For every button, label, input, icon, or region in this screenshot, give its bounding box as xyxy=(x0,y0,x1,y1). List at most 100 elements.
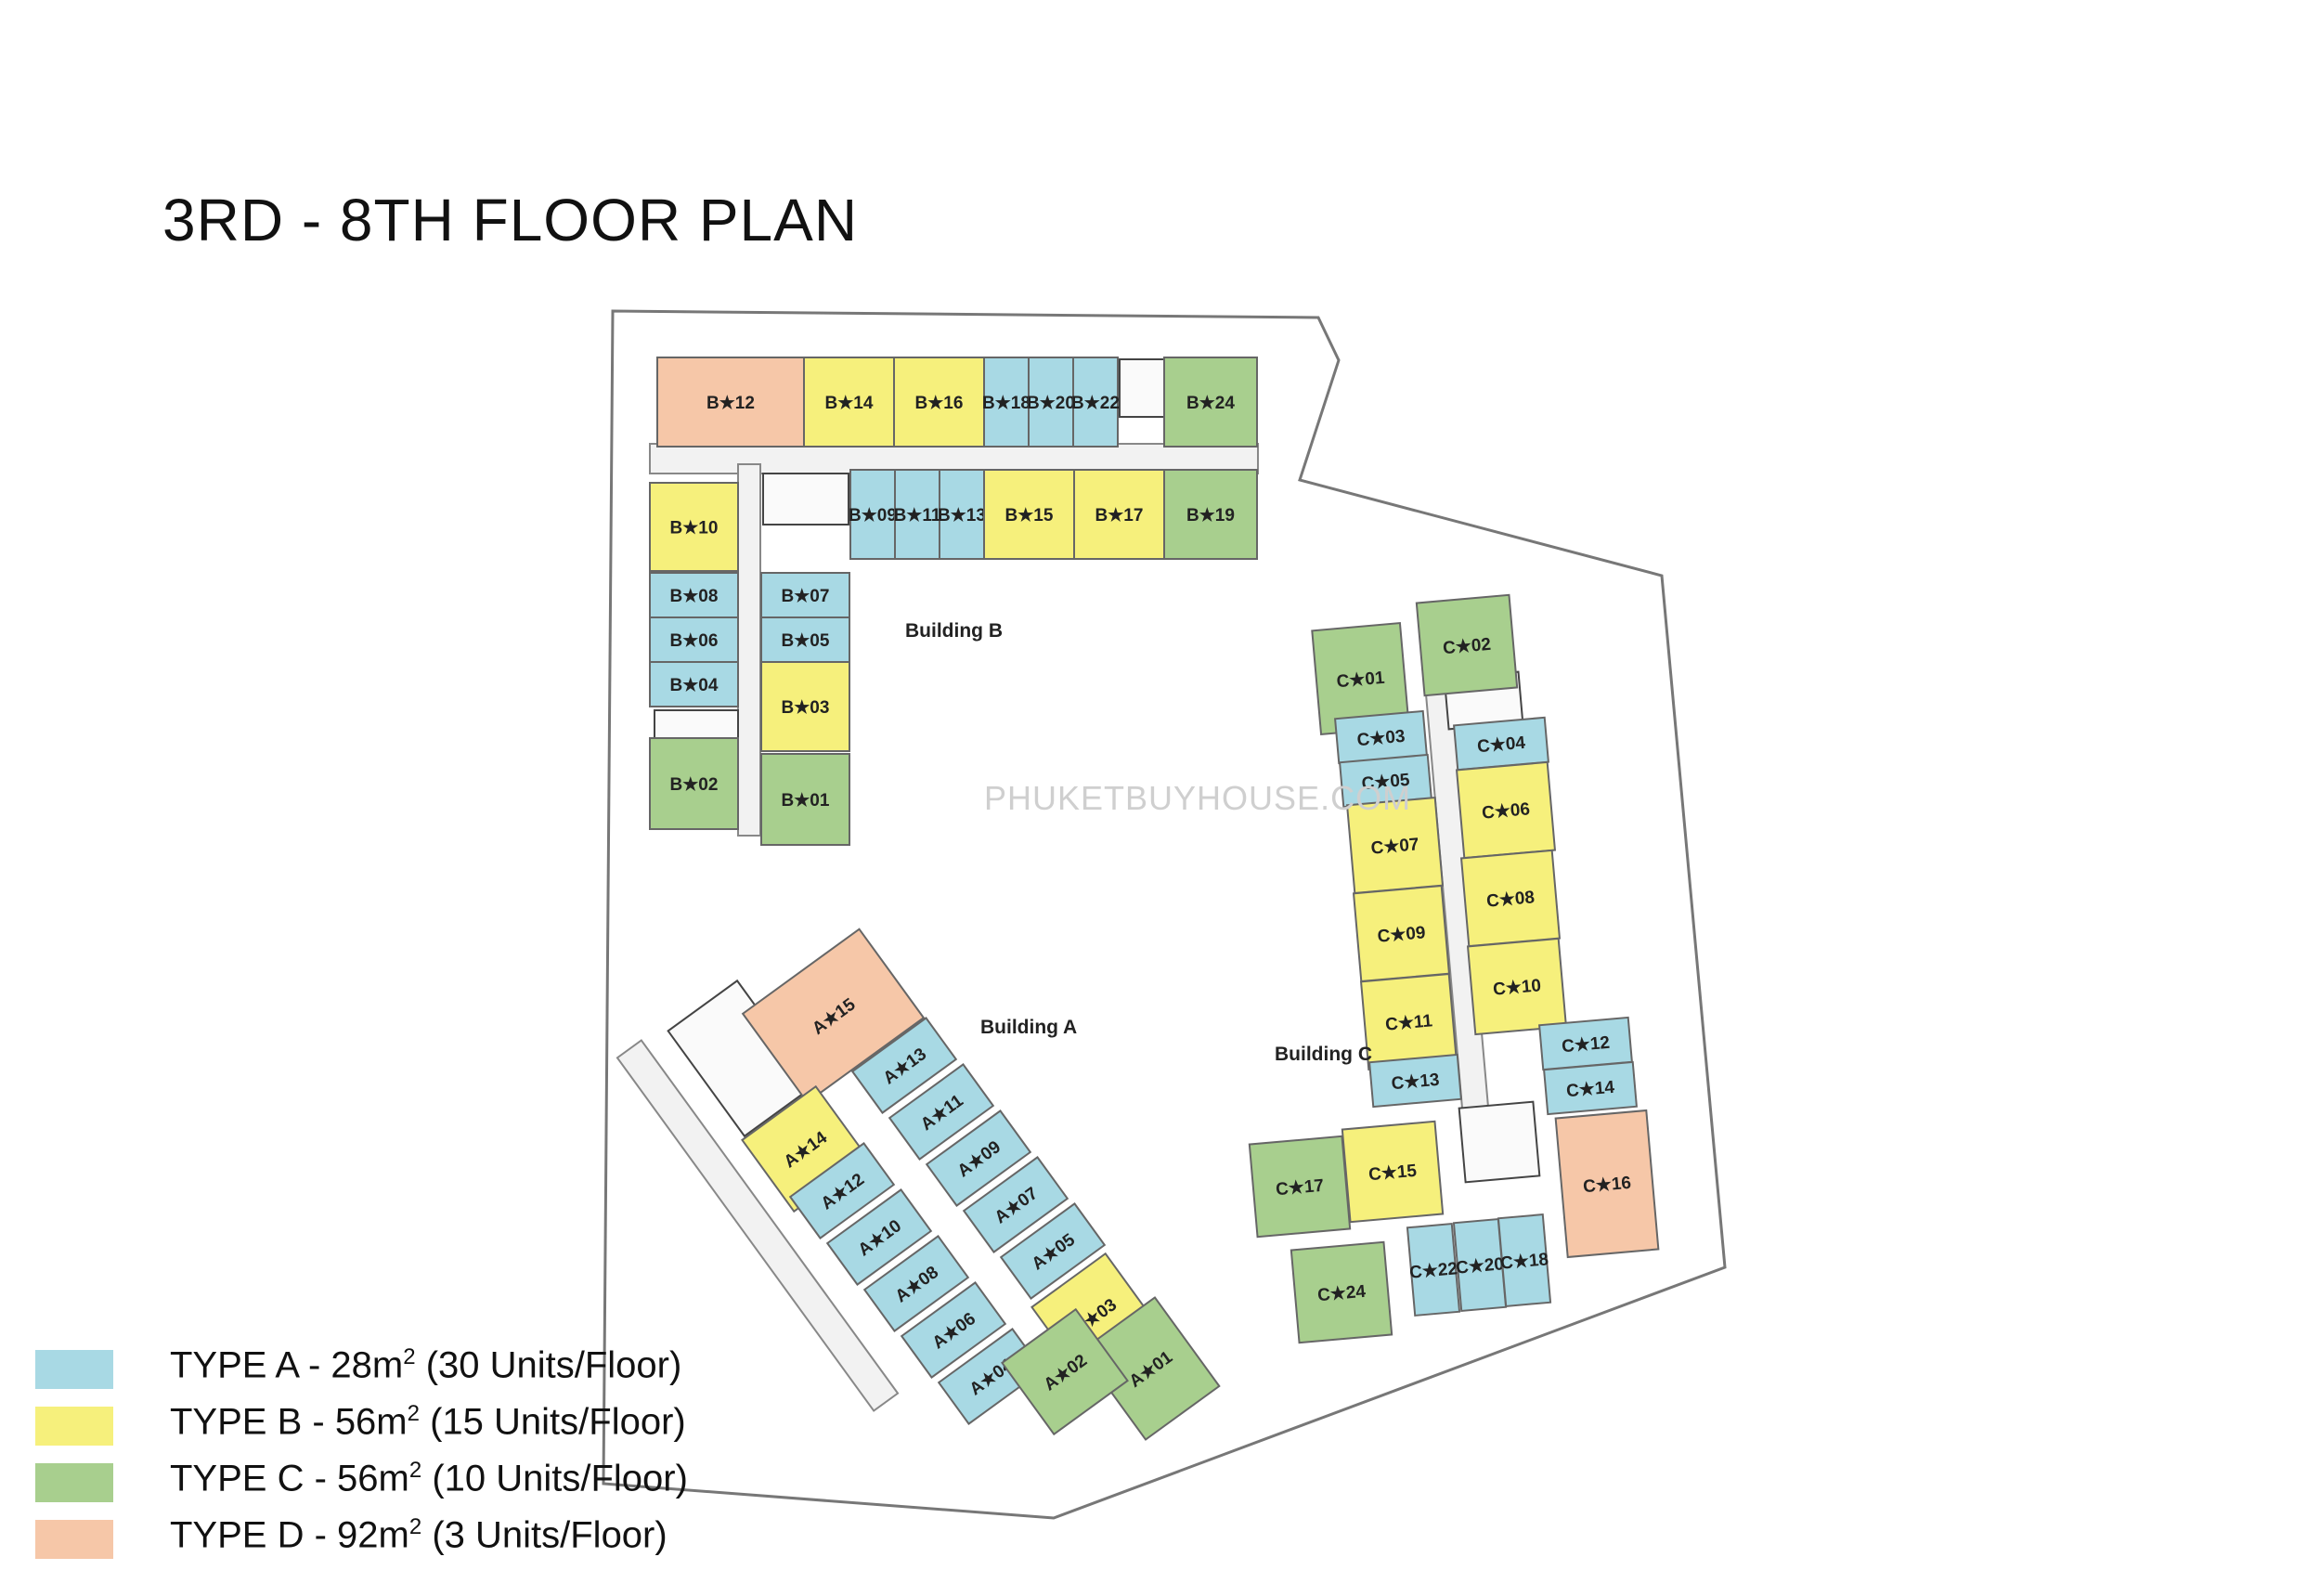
unit-fill xyxy=(939,469,985,560)
unit-c-22: C★22 xyxy=(1406,1223,1461,1317)
unit-fill xyxy=(1415,593,1519,697)
unit-fill xyxy=(649,661,739,707)
legend-label-type-b: TYPE B - 56m2 (15 Units/Floor) xyxy=(170,1401,686,1443)
unit-b-24: B★24 xyxy=(1163,357,1258,448)
unit-fill xyxy=(893,357,985,448)
unit-fill xyxy=(1341,1120,1445,1224)
unit-label: C★05 xyxy=(1361,771,1411,794)
unit-fill xyxy=(760,661,850,752)
unit-fill xyxy=(741,928,926,1104)
unit-fill xyxy=(1072,357,1119,448)
unit-c-14: C★14 xyxy=(1543,1060,1638,1116)
unit-b-08: B★08 xyxy=(649,572,739,618)
unit-c-15: C★15 xyxy=(1341,1120,1445,1224)
unit-label: C★06 xyxy=(1481,799,1531,823)
unit-a-11: A★11 xyxy=(888,1063,995,1161)
unit-a-08: A★08 xyxy=(862,1235,970,1332)
unit-b-03: B★03 xyxy=(760,661,850,752)
unit-fill xyxy=(849,469,896,560)
unit-b-14: B★14 xyxy=(803,357,895,448)
legend-swatch-type-c xyxy=(35,1463,113,1502)
building-b-lift xyxy=(762,473,849,526)
unit-a-02: A★02 xyxy=(1001,1307,1129,1436)
unit-label: B★17 xyxy=(1095,506,1144,526)
unit-label: C★11 xyxy=(1384,1011,1433,1034)
unit-label: B★14 xyxy=(825,394,874,413)
unit-label: B★13 xyxy=(938,506,986,526)
unit-fill xyxy=(788,1142,896,1239)
unit-c-10: C★10 xyxy=(1466,937,1568,1036)
unit-fill xyxy=(1028,357,1074,448)
unit-b-17: B★17 xyxy=(1073,469,1165,560)
unit-c-09: C★09 xyxy=(1352,884,1451,983)
unit-b-04: B★04 xyxy=(649,661,739,707)
building-b-stair-left xyxy=(654,709,739,739)
unit-label: B★09 xyxy=(849,506,897,526)
unit-b-11: B★11 xyxy=(894,469,941,560)
unit-c-24: C★24 xyxy=(1290,1240,1393,1344)
unit-fill xyxy=(862,1235,970,1332)
unit-fill xyxy=(1080,1296,1221,1441)
unit-a-12: A★12 xyxy=(788,1142,896,1239)
unit-label: C★10 xyxy=(1492,976,1542,999)
unit-label: B★19 xyxy=(1186,506,1235,526)
unit-b-15: B★15 xyxy=(983,469,1075,560)
legend-label-type-d: TYPE D - 92m2 (3 Units/Floor) xyxy=(170,1514,667,1556)
unit-label: C★16 xyxy=(1582,1174,1632,1197)
unit-label: C★09 xyxy=(1377,923,1427,946)
unit-fill xyxy=(760,753,850,846)
unit-b-06: B★06 xyxy=(649,616,739,663)
unit-label: B★03 xyxy=(782,698,830,718)
unit-label: C★20 xyxy=(1455,1254,1505,1278)
building-a-corridor xyxy=(616,1039,900,1412)
unit-a-09: A★09 xyxy=(925,1109,1032,1207)
unit-label: B★15 xyxy=(1005,506,1054,526)
unit-label: B★02 xyxy=(670,775,719,795)
unit-label: B★11 xyxy=(894,506,941,526)
unit-label: B★10 xyxy=(670,519,719,538)
unit-b-07: B★07 xyxy=(760,572,850,618)
unit-fill xyxy=(1497,1213,1552,1307)
unit-c-02: C★02 xyxy=(1415,593,1519,697)
unit-fill xyxy=(1406,1223,1461,1317)
unit-fill xyxy=(1163,357,1258,448)
unit-b-01: B★01 xyxy=(760,753,850,846)
legend-label-type-c: TYPE C - 56m2 (10 Units/Floor) xyxy=(170,1458,688,1499)
unit-label: C★08 xyxy=(1485,888,1536,911)
building-a-label: Building A xyxy=(980,1017,1077,1038)
unit-b-05: B★05 xyxy=(760,616,850,663)
unit-label: B★12 xyxy=(706,394,755,413)
unit-label: B★04 xyxy=(670,676,719,695)
building-b-stair-top xyxy=(1119,358,1165,418)
unit-fill xyxy=(999,1202,1107,1300)
building-c-label: Building C xyxy=(1275,1044,1372,1065)
unit-label: C★14 xyxy=(1565,1078,1615,1101)
unit-c-05: C★05 xyxy=(1339,753,1432,809)
unit-c-17: C★17 xyxy=(1248,1135,1352,1239)
unit-a-13: A★13 xyxy=(850,1017,958,1114)
unit-c-13: C★13 xyxy=(1368,1053,1462,1109)
unit-b-02: B★02 xyxy=(649,737,739,830)
unit-a-10: A★10 xyxy=(825,1188,933,1286)
unit-label: B★01 xyxy=(782,791,830,811)
legend-swatch-type-b xyxy=(35,1407,113,1446)
unit-fill xyxy=(1163,469,1258,560)
watermark: PHUKETBUYHOUSE.COM xyxy=(984,779,1411,817)
unit-fill xyxy=(649,482,739,572)
unit-label: C★15 xyxy=(1367,1161,1418,1185)
unit-fill xyxy=(1554,1109,1660,1259)
unit-label: C★01 xyxy=(1336,668,1386,692)
unit-label: C★22 xyxy=(1408,1259,1458,1282)
unit-c-04: C★04 xyxy=(1453,716,1549,772)
unit-label: B★07 xyxy=(782,587,830,606)
unit-label: C★04 xyxy=(1476,733,1526,757)
unit-fill xyxy=(962,1156,1069,1253)
unit-label: C★18 xyxy=(1499,1250,1549,1273)
unit-label: B★06 xyxy=(670,631,719,651)
building-b-label: Building B xyxy=(905,620,1003,642)
unit-label: B★08 xyxy=(670,587,719,606)
page-title: 3RD - 8TH FLOOR PLAN xyxy=(162,187,859,253)
legend-swatch-type-d xyxy=(35,1520,113,1559)
legend-label-type-a: TYPE A - 28m2 (30 Units/Floor) xyxy=(170,1344,682,1386)
